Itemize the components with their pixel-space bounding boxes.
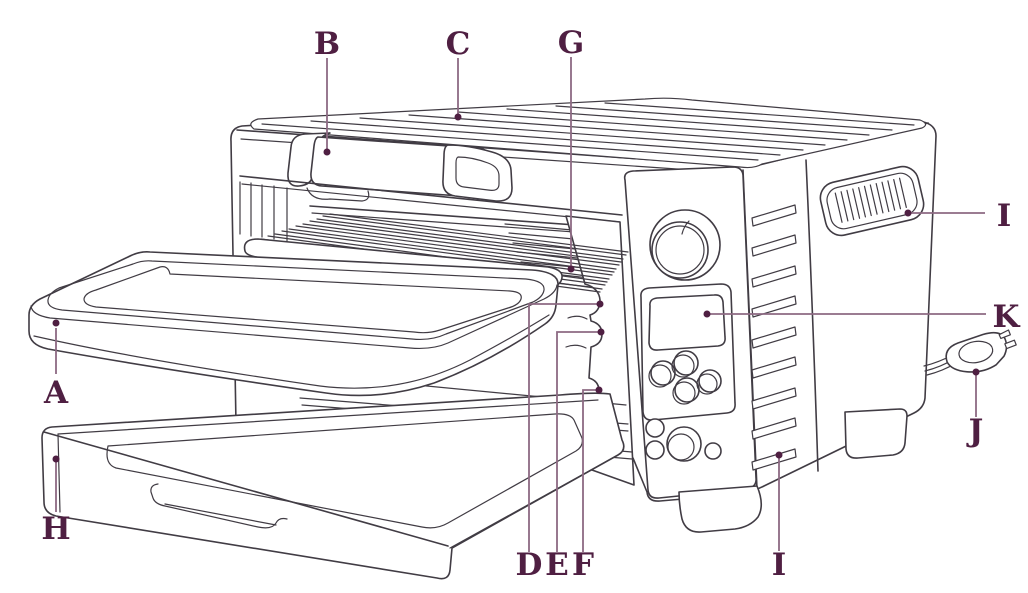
leader-dot-f xyxy=(595,386,603,394)
callout-letter-j: J xyxy=(966,413,984,449)
callout-letter-a: A xyxy=(43,375,69,411)
tray-back-rail-inner xyxy=(57,399,599,435)
temperature-knob-inner xyxy=(651,221,709,279)
crumb-tray xyxy=(41,392,625,580)
button-down-bevel xyxy=(672,381,696,405)
leader-dot-g xyxy=(567,265,575,273)
callout-letter-b: B xyxy=(314,26,340,62)
callout-letters: A B C D E F G H I I J K xyxy=(41,25,1020,583)
callout-letter-d: D xyxy=(516,547,543,583)
leader-dot-b xyxy=(323,148,331,156)
tray-inner-surface xyxy=(106,413,583,529)
leader-dot-k xyxy=(703,310,711,318)
pan-wall-contour xyxy=(33,314,550,389)
leader-dot-i-side xyxy=(904,209,912,217)
button-up xyxy=(673,350,699,376)
callout-letter-i-side: I xyxy=(997,198,1012,234)
rack-support-stub-2 xyxy=(565,344,587,349)
lcd-display xyxy=(648,294,726,351)
display-bezel xyxy=(640,283,736,421)
callout-letter-i-front: I xyxy=(772,547,787,583)
rack-support-stub-1 xyxy=(567,315,588,320)
side-vent-grille xyxy=(819,165,925,237)
plug-ring-handle xyxy=(958,340,994,364)
function-buttons xyxy=(648,350,722,405)
pan-floor xyxy=(83,266,522,334)
callout-letter-e: E xyxy=(545,547,569,583)
leader-dot-a xyxy=(52,319,60,327)
button-left-bevel xyxy=(648,364,672,388)
small-button-right xyxy=(704,442,722,460)
lower-buttons xyxy=(645,418,722,462)
pan-rim-front-edge xyxy=(30,284,558,350)
leader-dot-d xyxy=(596,300,604,308)
leader-dot-h xyxy=(52,455,60,463)
mouth-top-inner xyxy=(311,212,617,236)
side-vent-slats xyxy=(834,177,907,223)
baking-pan xyxy=(28,251,559,397)
top-rack-wires xyxy=(261,102,915,161)
door-frame-bottom xyxy=(241,183,621,223)
knob-pointer xyxy=(681,220,690,235)
small-button-top xyxy=(645,418,665,438)
leader-dot-i-front xyxy=(775,451,783,459)
button-down xyxy=(674,377,700,403)
tray-right-edge xyxy=(449,454,619,549)
tray-front-lip-top xyxy=(43,431,449,547)
button-right-bevel xyxy=(696,373,718,395)
door-frame-top xyxy=(239,175,623,216)
handle-right-hole xyxy=(455,156,500,191)
tray-handle-notch-underline xyxy=(164,503,277,526)
button-left xyxy=(650,360,676,386)
temperature-knob-bevel xyxy=(655,225,705,275)
side-vent-inner xyxy=(826,172,918,230)
front-right-foot xyxy=(678,485,763,533)
handle-right-bracket xyxy=(442,144,513,202)
tray-left-cap-edge xyxy=(57,433,61,513)
door-handle xyxy=(287,132,513,202)
leader-line-f xyxy=(582,389,597,552)
leader-line-e xyxy=(556,331,598,552)
leader-dot-j xyxy=(972,368,980,376)
top-wire-rack xyxy=(250,97,927,169)
power-plug xyxy=(945,329,1017,373)
leader-dot-c xyxy=(454,113,462,121)
leader-line-d xyxy=(528,303,597,552)
plug-prong-1 xyxy=(998,329,1011,340)
back-right-foot xyxy=(844,408,908,459)
side-vent-outer xyxy=(819,165,925,237)
leader-dot-e xyxy=(597,328,605,336)
mouth-top-edge xyxy=(309,205,619,229)
callout-letter-h: H xyxy=(41,511,70,547)
button-up-bevel xyxy=(671,354,695,378)
callout-letter-k: K xyxy=(993,299,1021,335)
pan-rim-inner xyxy=(47,260,545,341)
callout-letter-g: G xyxy=(558,25,584,61)
left-pillar-lines xyxy=(239,181,288,242)
small-button-bottom xyxy=(645,440,665,460)
button-right xyxy=(698,369,722,393)
tray-handle-notch xyxy=(150,483,288,529)
plug-prong-2 xyxy=(1004,339,1017,350)
louver-face-edge xyxy=(805,159,819,472)
callout-letter-f: F xyxy=(572,547,594,583)
start-button-inner xyxy=(667,433,695,461)
control-panel xyxy=(623,166,763,533)
leader-lines xyxy=(52,57,986,552)
callout-letter-c: C xyxy=(446,26,471,62)
handle-mount-shadow xyxy=(306,187,370,202)
